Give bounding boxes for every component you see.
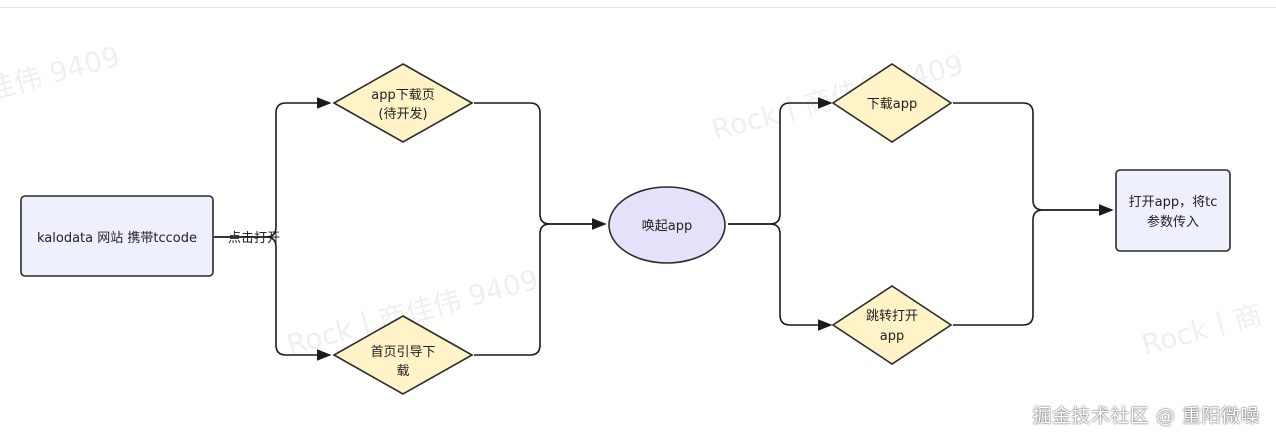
node-source-label: kalodata 网站 携带tccode xyxy=(37,230,197,246)
edge-home-guide-to-wake xyxy=(474,218,607,356)
node-download-app: 下载app xyxy=(831,63,953,143)
node-source: kalodata 网站 携带tccode xyxy=(20,195,214,277)
node-wake-app-label: 唤起app xyxy=(642,219,692,234)
node-jump-open-label: app xyxy=(880,329,904,344)
node-jump-open: 跳转打开 app xyxy=(831,285,953,365)
top-border xyxy=(0,0,1276,8)
node-open-app: 打开app，将tc 参数传入 xyxy=(1115,169,1231,252)
node-home-guide-label: 首页引导下 xyxy=(370,345,435,360)
node-open-app-label: 打开app，将tc xyxy=(1129,195,1218,210)
edge-download-page-to-wake xyxy=(474,102,607,230)
node-wake-app: 唤起app xyxy=(608,186,726,264)
edge-label-click-open: 点击打开 xyxy=(228,231,280,246)
edge-download-app-to-open xyxy=(953,102,1114,216)
edge-wake-to-jump-open xyxy=(728,223,833,331)
edge-jump-open-to-open xyxy=(953,204,1114,326)
node-download-app-label: 下载app xyxy=(867,97,917,112)
watermark: 佳伟 9409 xyxy=(0,40,123,107)
node-home-guide: 首页引导下 载 xyxy=(332,315,474,395)
node-download-page-label: (待开发) xyxy=(378,106,427,122)
credit-watermark: 掘金技术社区 @ 重阳微噪 xyxy=(1032,405,1260,427)
edge-wake-to-download-app xyxy=(728,97,833,225)
node-download-page-label: app下载页 xyxy=(371,88,434,103)
node-home-guide-label: 载 xyxy=(396,364,409,379)
node-jump-open-label: 跳转打开 xyxy=(866,309,918,324)
node-open-app-label: 参数传入 xyxy=(1147,214,1199,230)
watermark: Rock丨商 xyxy=(1138,298,1265,362)
node-download-page: app下载页 (待开发) xyxy=(332,63,474,143)
edges xyxy=(214,97,1114,361)
edge-source-to-download-page xyxy=(214,97,332,238)
edge-source-to-home-guide xyxy=(214,236,332,361)
